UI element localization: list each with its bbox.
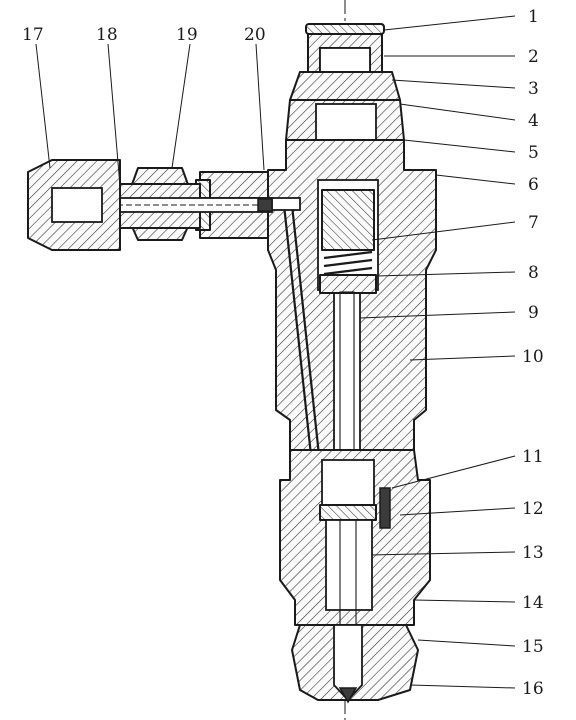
leader-lines-top <box>35 43 265 187</box>
label-6: 6 <box>528 175 539 195</box>
label-8: 8 <box>528 263 539 283</box>
label-15: 15 <box>522 637 544 657</box>
label-9: 9 <box>528 303 539 323</box>
leader-lines-right <box>359 15 516 689</box>
label-19: 19 <box>176 25 198 45</box>
label-11: 11 <box>522 447 544 467</box>
label-5: 5 <box>528 143 539 163</box>
label-4: 4 <box>528 111 539 131</box>
spring-cap <box>285 99 405 141</box>
lock-nut <box>289 71 401 101</box>
label-12: 12 <box>522 499 544 519</box>
label-16: 16 <box>522 679 544 699</box>
label-17: 17 <box>22 25 44 45</box>
spring <box>319 189 377 294</box>
label-13: 13 <box>522 543 544 563</box>
label-18: 18 <box>96 25 118 45</box>
part-numbers-right: 1 2 3 4 5 6 7 8 9 10 11 12 13 14 15 16 <box>522 7 544 699</box>
label-3: 3 <box>528 79 539 99</box>
label-1: 1 <box>528 7 539 27</box>
label-2: 2 <box>528 47 539 67</box>
part-numbers-top: 17 18 19 20 <box>22 25 266 45</box>
label-10: 10 <box>522 347 544 367</box>
nozzle-tip <box>291 624 419 704</box>
end-cap <box>27 159 121 251</box>
label-20: 20 <box>244 25 266 45</box>
label-7: 7 <box>528 213 539 233</box>
nozzle-needle <box>325 487 391 671</box>
label-14: 14 <box>522 593 544 613</box>
